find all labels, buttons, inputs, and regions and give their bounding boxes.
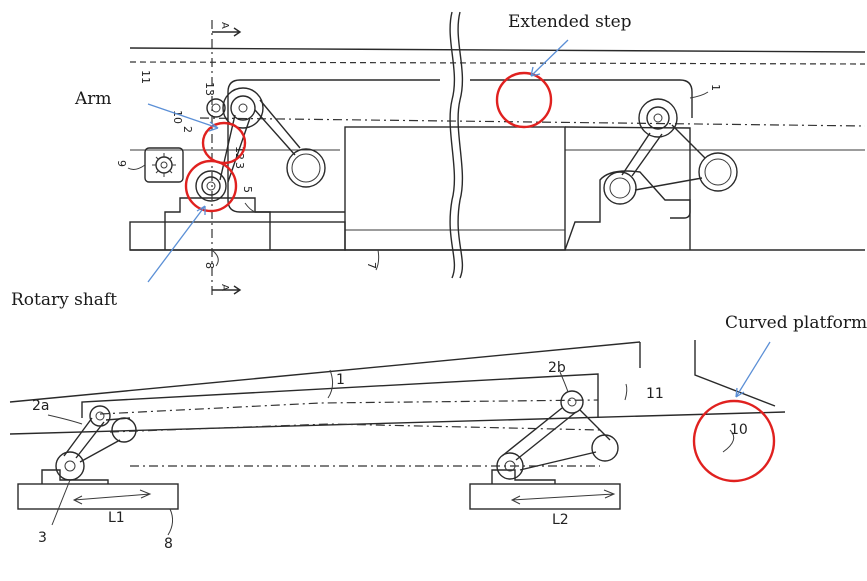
- right-bracket: [564, 170, 691, 251]
- step-body-dashed: [99, 399, 599, 415]
- step-frame-right: [470, 79, 693, 219]
- ref-section-A-top: A: [219, 22, 230, 29]
- leader-7: [375, 249, 380, 271]
- arm-2a-link: [79, 417, 131, 463]
- ref-10-side: 10: [730, 422, 748, 438]
- label-arm: Arm: [74, 89, 112, 109]
- ref-8-side: 8: [164, 536, 173, 552]
- arm-2a: [63, 417, 105, 459]
- top-view: 11 13 10 2 12 3 5 9 8 7 1 A A Extended s…: [11, 11, 866, 310]
- right-trailing-roller: [591, 434, 619, 462]
- roller-upper-right: [638, 98, 678, 138]
- leader-2b: [559, 371, 569, 393]
- ref-11-top: 11: [139, 70, 152, 84]
- ref-5: 5: [241, 186, 254, 193]
- ref-3-top: 3: [233, 162, 246, 169]
- leader-3: [51, 479, 71, 526]
- left-base-plate: [129, 221, 346, 251]
- ref-11-side: 11: [646, 386, 664, 402]
- arm-link-trailing: [254, 99, 301, 156]
- right-upper-pivot: [560, 390, 584, 414]
- highlight-curved-platform: [692, 399, 776, 483]
- dimension-L2: [510, 489, 616, 505]
- pointer-extended-step: [530, 39, 569, 77]
- ref-13: 13: [203, 82, 216, 96]
- ref-8-top: 8: [203, 262, 216, 269]
- arm-2b-link: [519, 409, 611, 471]
- leader-11: [624, 383, 628, 401]
- gear-icon: [144, 147, 184, 183]
- rail-top-upper: [129, 47, 866, 53]
- rotary-shaft-wheel: [195, 170, 227, 202]
- leader-1: [689, 91, 709, 99]
- rail-top-dashed: [129, 61, 866, 65]
- side-view: 1 2a 2b 11 10 3 8 L1 L2 Curved platform: [9, 313, 867, 552]
- ref-1-side: 1: [336, 372, 345, 388]
- label-curved-platform: Curved platform: [725, 313, 867, 333]
- pointer-curved-platform: [735, 341, 771, 398]
- right-linkage-mount: [491, 469, 556, 484]
- section-arrow-bottom: [212, 285, 242, 295]
- step-top-line: [9, 341, 641, 403]
- ref-2a: 2a: [32, 398, 50, 414]
- section-arrow-top: [212, 27, 242, 37]
- roller-right-trailing: [698, 152, 738, 192]
- left-upper-pivot: [89, 405, 111, 427]
- leader-1-side: [327, 369, 334, 399]
- label-extended-step: Extended step: [508, 12, 632, 32]
- arm-link-right: [621, 132, 663, 177]
- roller-trailing: [286, 148, 326, 188]
- leader-2a: [47, 414, 83, 425]
- ref-1-top: 1: [709, 84, 722, 91]
- roller-13: [206, 98, 226, 118]
- pointer-rotary-shaft: [147, 205, 206, 283]
- ref-3-side: 3: [38, 530, 47, 546]
- step-frame-left: [227, 79, 440, 213]
- leader-9: [127, 164, 146, 170]
- pointer-arm: [147, 103, 219, 132]
- ref-L2: L2: [552, 512, 569, 528]
- step-body-dashed-2: [109, 423, 601, 433]
- platform-wall: [694, 340, 776, 407]
- step-body: [81, 373, 599, 418]
- step-bottom-line: [9, 411, 786, 435]
- break-line-2: [457, 11, 464, 279]
- highlight-rotary-shaft: [184, 159, 238, 213]
- arm-link-right-2: [634, 124, 706, 191]
- label-rotary-shaft: Rotary shaft: [11, 290, 117, 310]
- ref-L1: L1: [108, 510, 125, 526]
- leader-8: [167, 508, 174, 536]
- roller-right-lower: [603, 171, 637, 205]
- highlight-arm: [201, 121, 247, 165]
- leader-5: [244, 202, 256, 213]
- arm-2b: [501, 407, 577, 461]
- ref-9: 9: [115, 160, 128, 167]
- ref-2b: 2b: [548, 360, 566, 376]
- left-rotary-wheel: [55, 451, 85, 481]
- right-rotary-wheel: [496, 452, 524, 480]
- leader-10-side: [722, 429, 735, 453]
- base-right: [469, 483, 621, 510]
- leader-8: [211, 249, 219, 267]
- center-plate: [344, 126, 566, 251]
- base-8: [17, 483, 179, 510]
- break-line-1: [449, 11, 456, 279]
- left-linkage-mount: [41, 469, 109, 484]
- centerline-dashed: [199, 117, 866, 127]
- left-bracket: [164, 197, 271, 250]
- highlight-extended-step: [495, 71, 553, 129]
- dimension-L1: [72, 489, 152, 505]
- ref-2-top: 2: [181, 126, 194, 133]
- roller-upper-left: [222, 87, 264, 129]
- ref-section-A-bottom: A: [219, 284, 230, 291]
- ref-7: 7: [365, 262, 378, 269]
